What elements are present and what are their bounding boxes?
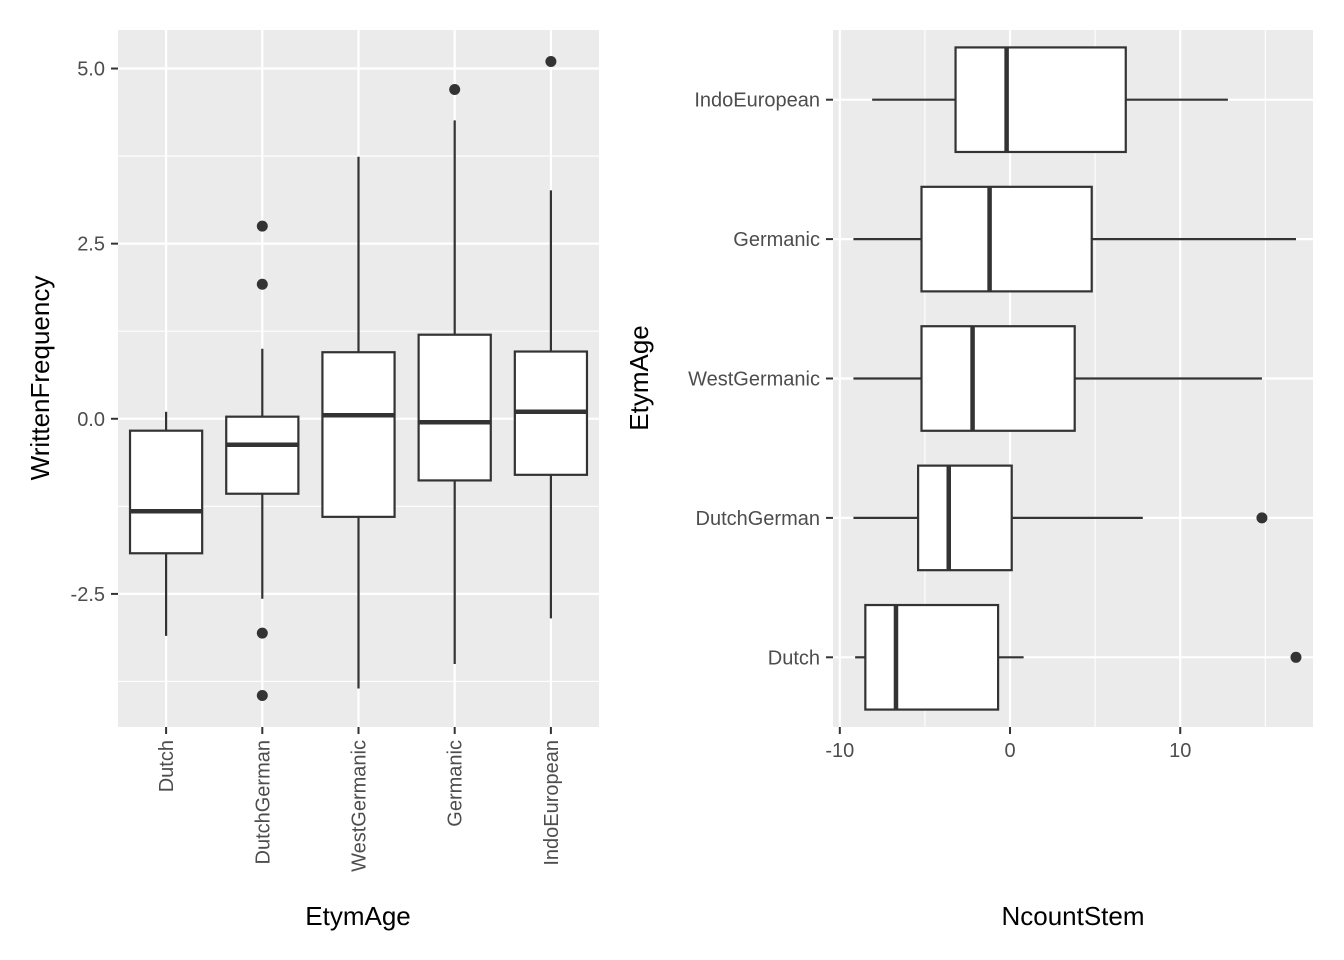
- y-tick-label: DutchGerman: [696, 508, 821, 530]
- box-iqr: [864, 603, 1000, 711]
- y-tick-label: Germanic: [733, 229, 820, 251]
- y-axis-title: EtymAge: [624, 325, 654, 431]
- x-tick-label: -10: [825, 740, 854, 762]
- y-axis-title: WrittenFrequency: [25, 276, 55, 481]
- box-iqr: [920, 325, 1076, 432]
- x-tick-label: 10: [1169, 740, 1191, 762]
- x-tick-label: IndoEuropean: [541, 740, 563, 866]
- outlier-point: [256, 627, 268, 639]
- y-tick-label: 0.0: [77, 409, 105, 431]
- box-iqr: [920, 185, 1093, 293]
- box-iqr: [321, 351, 396, 518]
- x-tick-label: DutchGerman: [252, 740, 274, 865]
- box-iqr: [225, 415, 300, 495]
- outlier-point: [256, 220, 268, 232]
- outlier-point: [449, 84, 461, 96]
- box-iqr: [128, 429, 204, 555]
- x-tick-label: Dutch: [156, 740, 178, 792]
- x-tick-label: Germanic: [445, 740, 467, 827]
- x-tick-label: 0: [1004, 740, 1015, 762]
- outlier-point: [1256, 512, 1268, 524]
- right-boxplot-panel: Dutch DutchGerman WestGermanic Germanic Indo…: [624, 30, 1313, 931]
- y-tick-label: -2.5: [71, 584, 105, 606]
- outlier-point: [545, 56, 557, 68]
- box-iqr: [954, 46, 1127, 154]
- box-iqr: [917, 464, 1013, 572]
- y-tick-label: Dutch: [768, 647, 820, 669]
- y-tick-label: 5.0: [77, 59, 105, 81]
- outlier-point: [1290, 651, 1302, 663]
- y-tick-label: WestGermanic: [688, 369, 820, 391]
- x-axis-title: EtymAge: [305, 901, 411, 931]
- y-tick-label: 2.5: [77, 234, 105, 256]
- box-iqr: [417, 333, 492, 482]
- y-tick-label: IndoEuropean: [694, 90, 820, 112]
- outlier-point: [256, 689, 268, 701]
- outlier-point: [256, 278, 268, 290]
- x-axis-title: NcountStem: [1001, 901, 1144, 931]
- x-tick-label: WestGermanic: [349, 740, 371, 872]
